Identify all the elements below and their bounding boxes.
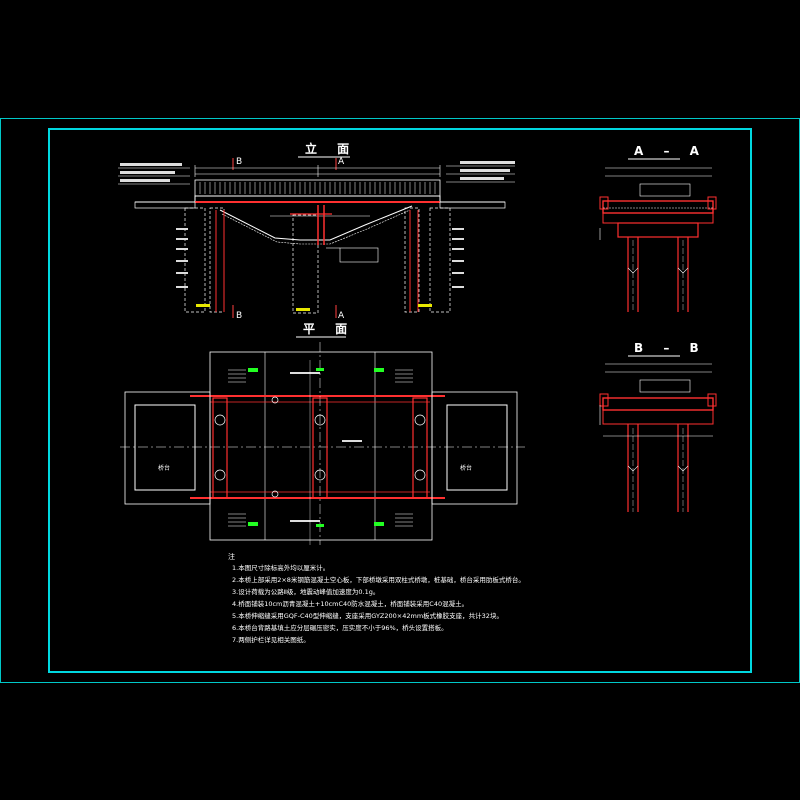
- notes-heading: 注: [228, 552, 235, 561]
- notes-block: 注 1.本图尺寸除标高外均以厘米计。 2.本桥上部采用2×8米钢筋混凝土空心板，…: [228, 552, 525, 644]
- section-a-title: A – A: [634, 144, 707, 158]
- note-1: 1.本图尺寸除标高外均以厘米计。: [232, 563, 329, 572]
- note-3: 3.设计荷载为公路Ⅱ级，地震动峰值加速度为0.1g。: [232, 587, 379, 596]
- marker-b-top: B: [236, 157, 242, 167]
- marker-a-bottom: A: [338, 311, 345, 321]
- plan-abutment-left-label: 桥台: [158, 464, 170, 472]
- note-2: 2.本桥上部采用2×8米钢筋混凝土空心板，下部桥墩采用双柱式桥墩，桩基础，桥台采…: [232, 575, 525, 584]
- plan-title: 平 面: [303, 322, 355, 336]
- section-b-b: B – B: [599, 341, 717, 512]
- plan-view: 平 面 桥台 桥台: [120, 322, 525, 545]
- note-6: 6.本桥台背路基填土应分层碾压密实，压实度不小于96%，桥头设置搭板。: [232, 623, 448, 632]
- section-a-a: A – A: [599, 144, 717, 312]
- note-7: 7.两侧护栏详见相关图纸。: [232, 635, 310, 644]
- section-b-title: B – B: [634, 341, 707, 355]
- plan-abutment-right-label: 桥台: [460, 464, 472, 472]
- drawing-border-inner: [48, 128, 752, 673]
- elevation-view: 立 面 B A: [118, 141, 515, 321]
- marker-b-bottom: B: [236, 311, 242, 321]
- elevation-title: 立 面: [305, 141, 357, 156]
- marker-a-top: A: [338, 157, 345, 167]
- note-4: 4.桥面铺装10cm沥青混凝土+10cmC40防水混凝土，桥面铺装采用C40混凝…: [232, 599, 468, 608]
- note-5: 5.本桥伸缩缝采用GQF-C40型伸缩缝，支座采用GYZ200×42mm板式橡胶…: [232, 611, 503, 620]
